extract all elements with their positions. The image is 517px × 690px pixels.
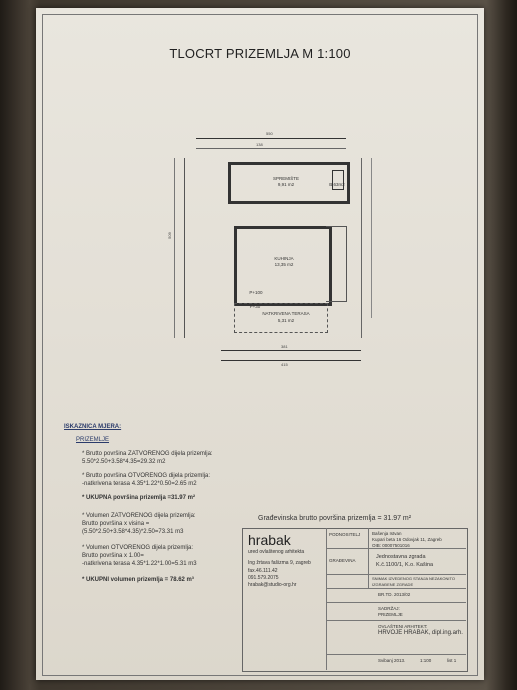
arhitekt-name: HRVOJE HRABAK, dipl.ing.arh. bbox=[378, 630, 463, 636]
room-terasa-area: 5,31 m2 bbox=[277, 318, 295, 323]
dim-line-right-2 bbox=[371, 158, 372, 318]
company-address: Ing žrtava fašizma 9, zagreb bbox=[248, 560, 311, 566]
snimak-line-1: SNIMAK IZVEDENOG STANJA NEZAKONITO bbox=[372, 576, 455, 581]
page-title: TLOCRT PRIZEMLJA M 1:100 bbox=[169, 46, 351, 61]
dim-line-left-2 bbox=[174, 158, 175, 338]
calc-line: Brutto površina x 1.00= bbox=[82, 553, 144, 559]
room-spremiste bbox=[228, 162, 350, 204]
dim-bottom-b: 415 bbox=[281, 362, 288, 367]
floor-plan: 550 138 509 SPREMIŠTE 9,91 m2 B,63m2 KUH… bbox=[136, 128, 372, 368]
company-subtitle: ured ovlaštenog arhitekta bbox=[248, 549, 305, 555]
calc-line: (5.50*2.50+3.58*4.35)*2.50=73.31 m3 bbox=[82, 529, 184, 535]
calc-line: 5.50*2.50+3.58*4.35=29.32 m2 bbox=[82, 459, 166, 465]
gradevina-type: Jednostavna zgrada bbox=[376, 554, 426, 560]
room-wc-area: B,63m2 bbox=[329, 182, 345, 187]
scale: 1:100 bbox=[420, 658, 432, 663]
gross-area: Građevinska brutto površina prizemlja = … bbox=[258, 515, 412, 522]
calc-line: -natkrivena terasa 4.35*1.22*0.50=2.65 m… bbox=[82, 481, 197, 487]
dim-line-left bbox=[184, 158, 185, 338]
dim-top-segment: 138 bbox=[256, 142, 263, 147]
calc-heading: ISKAZNICA MJERA: bbox=[64, 424, 122, 430]
calc-line: * Brutto površina ZATVORENOG dijela priz… bbox=[82, 451, 213, 457]
calc-line: * Volumen OTVORENOG dijela prizemlja: bbox=[82, 545, 194, 551]
room-terasa-name: NATKRIVENA TERASA bbox=[262, 311, 310, 316]
tb-divider-h4 bbox=[326, 602, 466, 603]
tb-divider-h2 bbox=[326, 574, 466, 575]
calc-line: Brutto površina x visina = bbox=[82, 521, 150, 527]
level-bottom: P+30 bbox=[249, 304, 261, 309]
podnositelj-oib: OIB: 00007501016 bbox=[372, 543, 410, 548]
calc-line: * UKUPNI volumen prizemlja = 78.62 m³ bbox=[82, 577, 194, 583]
title-block-border bbox=[242, 528, 468, 672]
calc-line: -natkrivena terasa 4.35*1.22*1.00=5.31 m… bbox=[82, 561, 197, 567]
drawing-sheet: TLOCRT PRIZEMLJA M 1:100 550 138 509 SPR… bbox=[36, 8, 484, 680]
gradevina-parcel: K.č.1100/1, K.o. Kašina bbox=[376, 562, 434, 568]
tb-divider-h3 bbox=[326, 588, 466, 589]
title-block: hrabak ured ovlaštenog arhitekta Ing žrt… bbox=[242, 528, 468, 672]
tb-divider-h bbox=[326, 548, 466, 549]
dim-top-total: 550 bbox=[266, 131, 273, 136]
room-spremiste-name: SPREMIŠTE bbox=[272, 176, 299, 181]
company-phone: 091.579.2075 bbox=[248, 575, 279, 581]
room-kuhinja bbox=[234, 226, 332, 306]
calc-line: * Brutto površina OTVORENOG dijela prize… bbox=[82, 473, 211, 479]
tb-divider-v3 bbox=[326, 528, 327, 670]
br-td: BR.TD. 2013/02 bbox=[378, 592, 411, 597]
label-sadrzaj: SADRŽAJ: bbox=[378, 606, 400, 611]
company-logo-text: hrabak bbox=[248, 532, 291, 548]
company-email: hrabak@studio-org.hr bbox=[248, 582, 297, 588]
label-podnositelj: PODNOSITELJ bbox=[329, 532, 361, 537]
room-kuhinja-name: KUHINJA bbox=[274, 256, 294, 261]
calc-line: * UKUPNA površina prizemlja =31.97 m² bbox=[82, 495, 195, 501]
sadrzaj-value: PRIZEMLJE bbox=[378, 612, 403, 617]
sheet-border bbox=[42, 14, 478, 676]
date: Svibanj 2013. bbox=[378, 658, 406, 663]
dim-line-top bbox=[196, 138, 346, 139]
dim-side-total: 509 bbox=[166, 232, 172, 239]
calc-subheading: PRIZEMLJE bbox=[76, 437, 110, 443]
tb-divider-h6 bbox=[326, 654, 466, 655]
room-kuhinja-area: 13,35 m2 bbox=[274, 262, 294, 267]
dim-line-bottom-2 bbox=[221, 360, 361, 361]
podnositelj-address: Kupari beta 16 Odovjak 11, Zagreb bbox=[372, 537, 442, 542]
snimak-line-2: IZGRAĐENE ZGRADE bbox=[372, 582, 414, 587]
company-fax: fax.46.111.42 bbox=[248, 568, 278, 574]
staircase bbox=[326, 226, 347, 302]
sheet-number: list 1 bbox=[447, 658, 457, 663]
calc-line: * Volumen ZATVORENOG dijela prizemlja: bbox=[82, 513, 196, 519]
dim-line-right bbox=[361, 158, 362, 338]
tb-divider-h5 bbox=[326, 620, 466, 621]
label-gradevina: GRAĐEVINA bbox=[329, 558, 356, 563]
room-terasa bbox=[234, 303, 328, 333]
dim-line-top-2 bbox=[196, 148, 346, 149]
tb-divider-v2 bbox=[368, 528, 369, 588]
room-wc bbox=[332, 170, 344, 190]
dim-bottom-a: 381 bbox=[281, 344, 288, 349]
label-arhitekt: OVLAŠTENI ARHITEKT: bbox=[378, 624, 428, 629]
dim-line-bottom bbox=[221, 350, 361, 351]
podnositelj-name: Bašenja Istvan bbox=[372, 531, 402, 536]
room-spremiste-area: 9,91 m2 bbox=[277, 182, 295, 187]
level-top: P+100 bbox=[249, 290, 263, 295]
